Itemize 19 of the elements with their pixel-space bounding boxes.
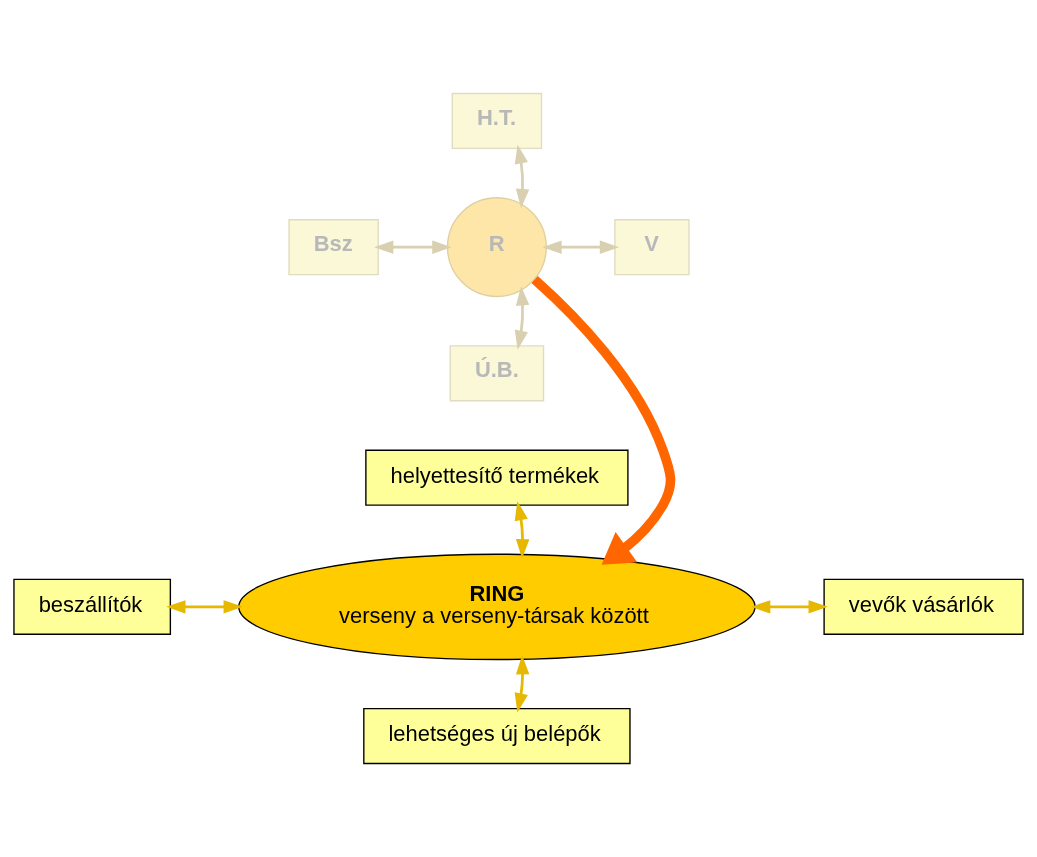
arrow: [514, 501, 530, 559]
node-box: V: [614, 219, 690, 276]
arrow: [514, 655, 530, 713]
arrow: [531, 275, 676, 565]
node-circle: R: [446, 197, 547, 298]
node-box: Bsz: [288, 219, 379, 276]
node-box: beszállítók: [13, 578, 172, 635]
node-box: vevők vásárlók: [823, 578, 1024, 635]
node-box: lehetséges új belépők: [363, 707, 631, 765]
arrow: [374, 240, 452, 254]
arrow: [751, 600, 828, 614]
arrow: [514, 144, 530, 209]
arrow: [542, 240, 620, 254]
arrow: [166, 600, 243, 614]
node-box: H.T.: [451, 92, 543, 150]
node-ellipse: RING verseny a verseny-társak között: [238, 553, 756, 661]
arrow: [514, 286, 530, 350]
node-box: helyettesítő termékek: [365, 449, 629, 506]
node-box: Ú.B.: [449, 345, 545, 402]
